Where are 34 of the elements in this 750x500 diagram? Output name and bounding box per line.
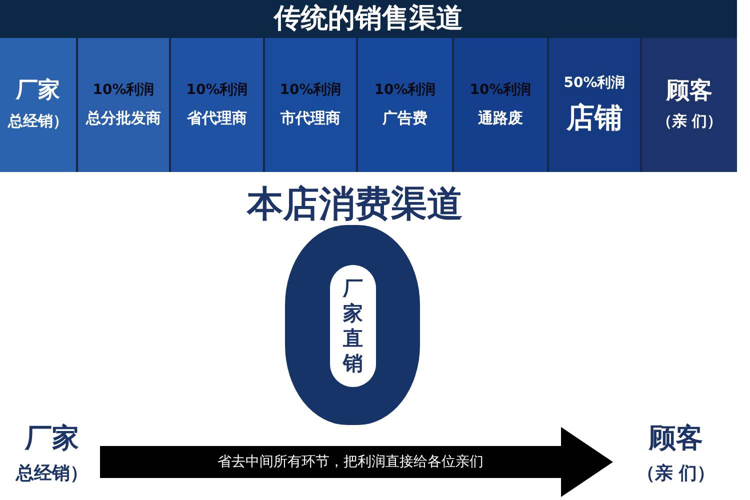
channel-name: 总分批发商 xyxy=(86,108,161,129)
channel-name: 市代理商 xyxy=(280,108,340,129)
profit-share: 10%利润 xyxy=(470,80,532,100)
endpoint-title: 顾客 xyxy=(649,422,703,456)
vertical-text: 厂家直销 xyxy=(342,276,364,376)
profit-share: 10%利润 xyxy=(92,80,154,100)
table-cell xyxy=(642,38,737,172)
channel-name: 广告费 xyxy=(382,108,428,129)
endpoint-title: 厂家 xyxy=(25,422,79,456)
channel-name: 通路废 xyxy=(478,108,523,129)
profit-share: 50%利润 xyxy=(564,74,626,93)
profit-share: 10%利润 xyxy=(186,80,248,100)
channel-name: 省代理商 xyxy=(187,108,247,129)
table-cell xyxy=(0,38,78,172)
table-cell xyxy=(454,38,549,172)
table-heading: 传统的销售渠道 xyxy=(272,3,464,35)
table-cell xyxy=(358,38,454,172)
cell-subtitle: （亲 们） xyxy=(656,111,722,132)
endpoint-subtitle: 总经销） xyxy=(16,462,88,486)
block-arrow xyxy=(100,427,613,497)
cell-subtitle: 总经销） xyxy=(8,111,68,132)
endpoint-subtitle: （亲 们） xyxy=(636,462,716,486)
table-cell xyxy=(265,38,358,172)
cell-title: 顾客 xyxy=(666,77,712,106)
cell-title: 厂家 xyxy=(16,76,60,105)
profit-share: 10%利润 xyxy=(374,80,436,100)
table-cell xyxy=(549,38,642,172)
edge-label: 省去中间所有环节，把利润直接给各位亲们 xyxy=(216,453,484,472)
table-cell xyxy=(171,38,265,172)
channel-table xyxy=(0,0,737,172)
profit-share: 10%利润 xyxy=(280,80,342,100)
section-heading: 本店消费渠道 xyxy=(246,183,464,227)
channel-name: 店铺 xyxy=(566,100,622,136)
table-cell xyxy=(78,38,171,172)
